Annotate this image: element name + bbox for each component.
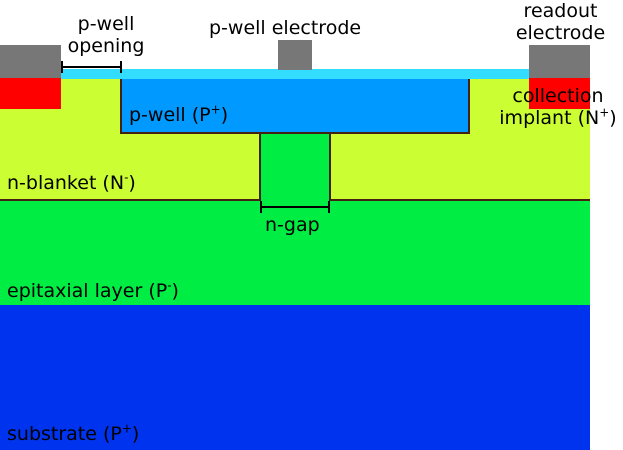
- n-gap-bracket: [260, 201, 330, 213]
- epitaxial-layer-label: epitaxial layer (P-): [7, 278, 179, 302]
- p-well-opening-label: p-well opening: [67, 13, 145, 57]
- epitaxial-layer: [0, 200, 590, 305]
- readout-electrode-left: [0, 45, 61, 78]
- n-blanket-boundary-right: [329, 199, 590, 201]
- collection-implant-left: [0, 78, 61, 109]
- n-gap-region: [259, 133, 331, 200]
- collection-implant-label: collection implant (N+): [499, 85, 617, 129]
- oxide-layer: [61, 69, 590, 79]
- n-blanket-boundary-left: [0, 199, 261, 201]
- n-blanket-label: n-blanket (N-): [7, 170, 136, 194]
- substrate-layer: [0, 305, 590, 450]
- n-gap-label: n-gap: [265, 214, 320, 236]
- readout-electrode-right: [529, 45, 590, 78]
- p-well-opening-bracket: [61, 61, 122, 73]
- p-well-region: [120, 78, 470, 134]
- collection-implant-right: [529, 78, 590, 109]
- substrate-label: substrate (P+): [7, 421, 140, 445]
- p-well-electrode: [278, 40, 312, 70]
- p-well-label: p-well (P+): [129, 102, 229, 126]
- p-well-electrode-label: p-well electrode: [209, 17, 362, 39]
- readout-electrode-label: readout electrode: [515, 0, 606, 44]
